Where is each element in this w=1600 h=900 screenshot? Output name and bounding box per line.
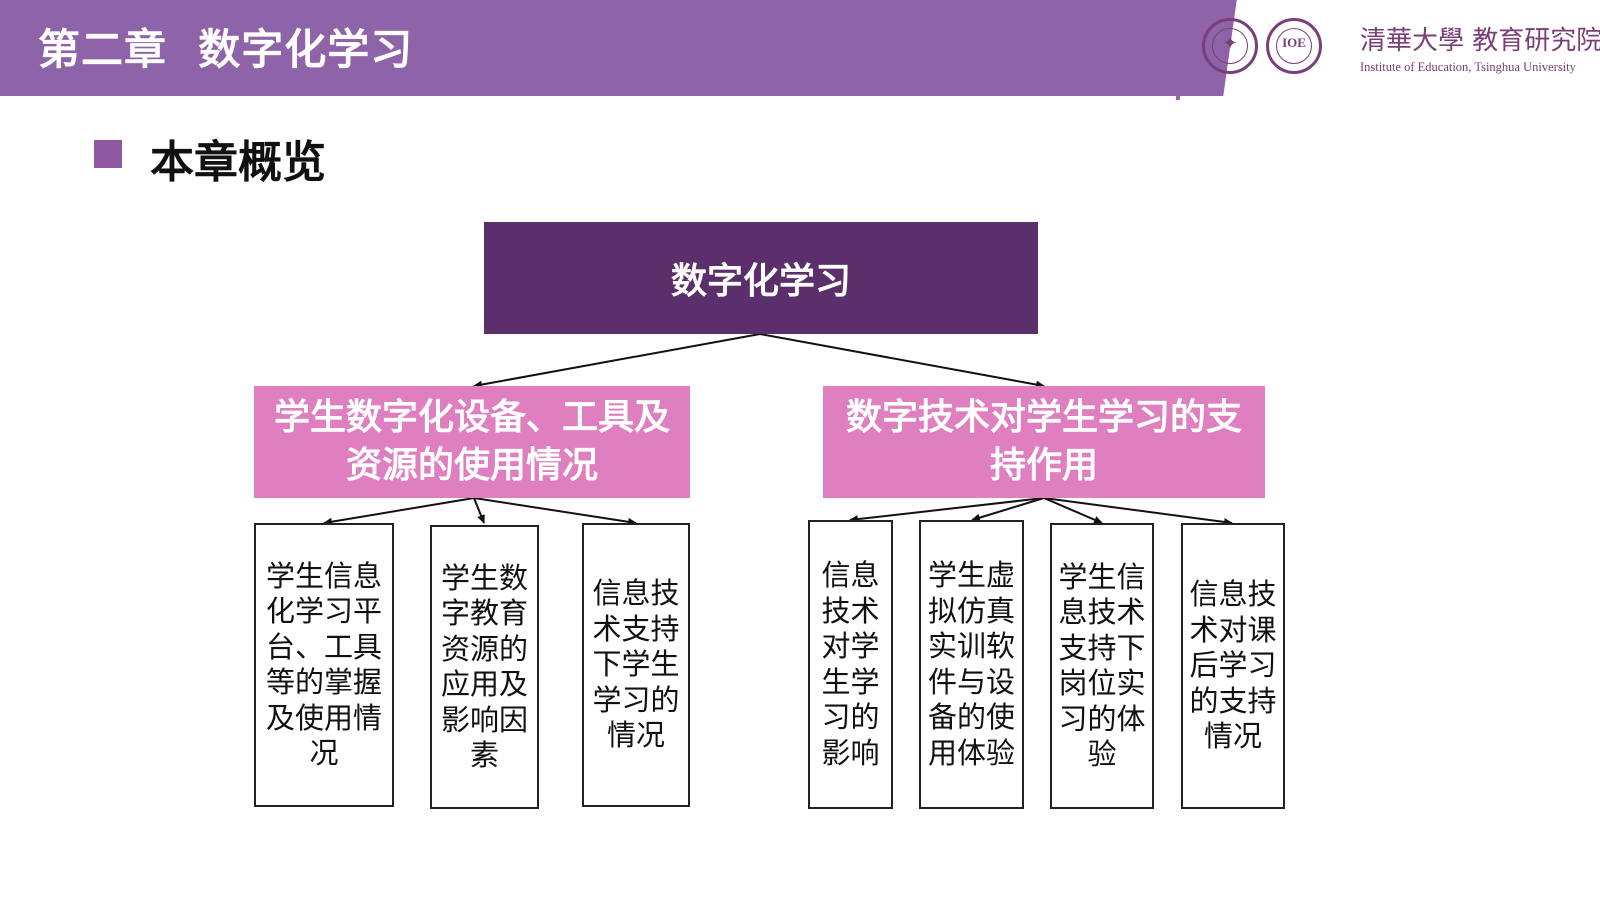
- leaf-label: 信息技术对课后学习的支持情况: [1189, 577, 1277, 754]
- leaf-node-platform-mastery: 学生信息化学习平台、工具等的掌握及使用情况: [254, 523, 394, 807]
- institution-logo: ✦ IOE 清華大學 教育研究院 Institute of Education,…: [1202, 8, 1600, 88]
- section-title: 本章概览: [150, 137, 326, 188]
- tsinghua-seal-icon: ✦: [1202, 18, 1258, 74]
- connector-left-leaf-1: [323, 497, 475, 526]
- connector-right-leaf-3: [1043, 497, 1103, 524]
- branch-node-device-usage: 学生数字化设备、工具及资源的使用情况: [254, 386, 690, 498]
- leaf-label: 信息技术支持下学生学习的情况: [592, 576, 680, 753]
- leaf-label: 学生虚拟仿真实训软件与设备的使用体验: [927, 558, 1015, 770]
- leaf-node-internship-experience: 学生信息技术支持下岗位实习的体验: [1050, 523, 1154, 809]
- leaf-label: 学生信息技术支持下岗位实习的体验: [1058, 559, 1146, 772]
- connector-left-leaf-3: [473, 497, 637, 526]
- leaf-node-after-class-support: 信息技术对课后学习的支持情况: [1181, 523, 1285, 809]
- leaf-node-virtual-simulation: 学生虚拟仿真实训软件与设备的使用体验: [919, 520, 1024, 809]
- leaf-label: 学生数字教育资源的应用及影响因素: [440, 560, 528, 773]
- connector-right-leaf-4: [1043, 497, 1233, 526]
- connector-right-leaf-2: [971, 497, 1045, 522]
- leaf-label: 信息技术对学生学习的影响: [821, 558, 880, 770]
- leaf-label: 学生信息化学习平台、工具等的掌握及使用情况: [265, 558, 382, 771]
- square-bullet-icon: [94, 140, 122, 168]
- connector-root-left: [473, 333, 761, 389]
- logo-chinese-name: 清華大學 教育研究院: [1360, 26, 1600, 56]
- connector-root-right: [759, 333, 1045, 389]
- chapter-title: 第二章 数字化学习: [38, 25, 414, 74]
- leaf-node-it-supported-learning: 信息技术支持下学生学习的情况: [582, 523, 690, 807]
- ioe-seal-icon: IOE: [1266, 18, 1322, 74]
- header-bar: [0, 0, 1200, 96]
- header-banner: 第二章 数字化学习 ✦ IOE 清華大學 教育研究院 Institute of …: [0, 0, 1600, 100]
- logo-english-name: Institute of Education, Tsinghua Univers…: [1360, 60, 1576, 74]
- leaf-node-it-impact: 信息技术对学生学习的影响: [808, 520, 893, 809]
- leaf-node-resource-application: 学生数字教育资源的应用及影响因素: [430, 525, 539, 809]
- connector-right-leaf-1: [849, 497, 1045, 524]
- branch-node-tech-support: 数字技术对学生学习的支持作用: [823, 386, 1265, 498]
- root-node: 数字化学习: [484, 222, 1038, 334]
- connector-left-leaf-2: [473, 497, 485, 524]
- ioe-seal-text: IOE: [1282, 35, 1306, 50]
